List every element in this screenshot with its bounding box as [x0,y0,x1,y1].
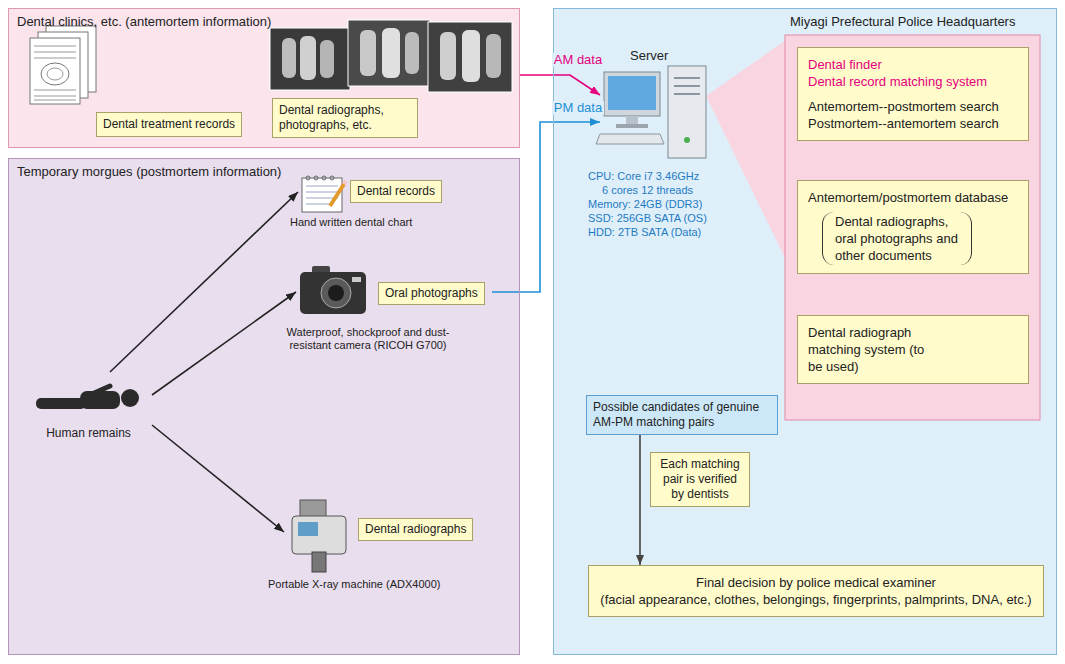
box-text: Each matching pair is verified by dentis… [657,457,743,502]
box-text: Dental record matching system [808,73,1018,90]
label-holder: HDD: 2TB SATA (Data) [588,226,701,239]
label-holder: CPU: Core i7 3.46GHz [588,170,699,183]
box-text: Dental records [350,180,442,203]
system-panel [785,35,1040,420]
box-text: Antemortem/postmortem database [808,189,1018,206]
edge-label: PM data [552,101,604,115]
label-holder: PM data [552,101,604,115]
box-text: Final decision by police medical examine… [599,574,1033,591]
box-text: Dental radiographs [358,518,473,541]
label-holder: Hand written dental chart [290,216,412,229]
label-holder: Waterproof, shockproof and dust-resistan… [270,326,466,352]
xray-group: Dental radiographs [284,496,484,572]
system-box: Dental radiograph matching system (to be… [797,315,1029,384]
edge-label: AM data [552,53,604,67]
record-label-box: Dental treatment records [96,112,242,137]
box-text: Oral photographs [378,282,485,305]
candidates-box: Possible candidates of genuine AM-PM mat… [586,395,778,435]
server-spec: HDD: 2TB SATA (Data) [588,226,701,239]
treatment-records-icon [30,26,96,104]
box-text: Antemortem--postmortem search [808,98,1018,115]
server-spec: CPU: Core i7 3.46GHz [588,170,699,183]
clinic-panel: Dental clinics, etc. (antemortem informa… [8,8,520,148]
camera-group: Oral photographs [296,262,492,320]
server-group: Server [600,46,712,164]
dental-chart-group: Dental records [298,172,458,214]
record-label-box: Dental radiographs, photographs, etc. [272,98,418,138]
server-spec: 6 cores 12 threads [602,184,693,197]
label-holder: AM data [552,53,604,67]
box-text: Human remains [25,426,152,440]
camera-icon [300,266,366,314]
flow-arrow [152,292,296,395]
label-holder: SSD: 256GB SATA (OS) [588,212,707,225]
device-caption: Portable X-ray machine (ADX4000) [268,578,440,591]
flow-arrow [110,192,298,372]
server-spec: Memory: 24GB (DDR3) [588,198,702,211]
flow-arrow [152,425,284,532]
device-caption: Hand written dental chart [290,216,412,229]
box-text: Postmortem--antemortem search [808,115,1018,132]
flow-arrow [639,435,641,565]
human-remains-group: Human remains [25,372,152,450]
panel-heading: Dental clinics, etc. (antemortem informa… [17,14,519,29]
box-text: Dental radiograph matching system (to be… [808,324,928,375]
police-panel-fill [553,8,1057,655]
label-holder: Portable X-ray machine (ADX4000) [268,578,440,591]
verification-box: Each matching pair is verified by dentis… [650,452,750,507]
box-text: Dental radiographs, photographs, etc. [279,103,411,133]
police-panel: Miyagi Prefectural Police HeadquartersSe… [553,8,1057,655]
decision-box: Final decision by police medical examine… [588,565,1044,617]
morgue-panel-fill [8,158,520,655]
box-text: Server [630,48,668,63]
clinic-panel-fill [8,8,520,148]
box-text: Possible candidates of genuine AM-PM mat… [593,400,771,430]
device-caption: Waterproof, shockproof and dust-resistan… [270,326,466,352]
server-computer-icon [596,66,706,158]
box-text: Dental treatment records [103,117,235,132]
database-box: Antemortem/postmortem databaseDental rad… [797,180,1029,274]
morgue-panel: Temporary morgues (postmortem informatio… [8,158,520,655]
callout-wedge [706,40,786,260]
xray-machine-icon [292,500,346,572]
flow-arrow [520,75,600,95]
box-text: Dental radiographs, oral photographs and… [822,212,972,265]
dental-chart-icon [302,176,346,212]
panel-heading: Miyagi Prefectural Police Headquarters [790,14,1056,29]
label-holder: 6 cores 12 threads [602,184,693,197]
human-remains-figure [36,386,139,409]
panel-heading: Temporary morgues (postmortem informatio… [17,164,519,179]
label-holder: Memory: 24GB (DDR3) [588,198,702,211]
box-text: Dental finder [808,56,1018,73]
box-text: (facial appearance, clothes, belongings,… [599,591,1033,608]
system-box: Dental finderDental record matching syst… [797,47,1029,141]
radiograph-images [270,20,512,92]
server-spec: SSD: 256GB SATA (OS) [588,212,707,225]
